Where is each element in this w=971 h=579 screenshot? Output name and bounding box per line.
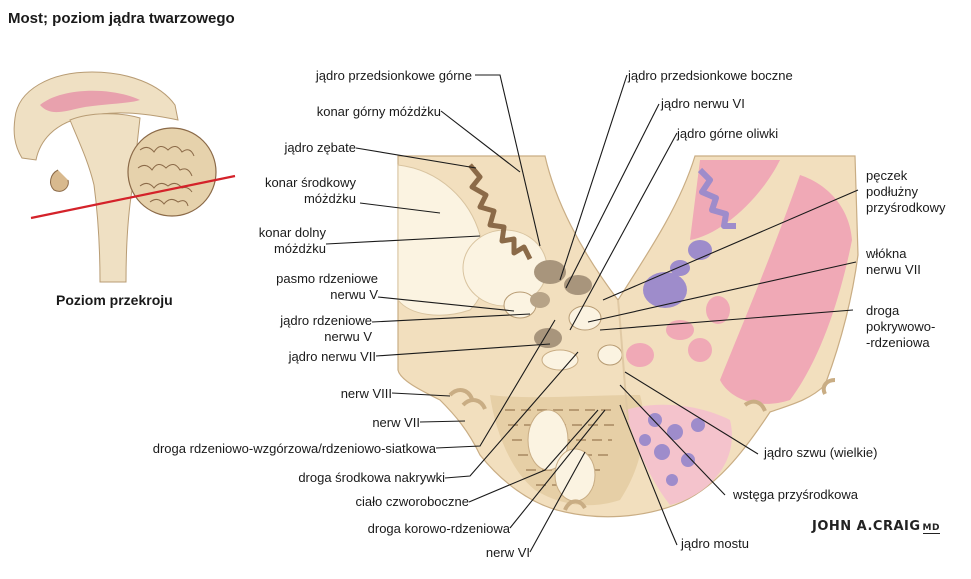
label-raphe-nucleus: jądro szwu (wielkie) [763, 445, 877, 460]
label-nucleus-vii: jądro nerwu VII [288, 349, 376, 364]
label-superior-cerebellar-peduncle: konar górny móżdżku [317, 104, 441, 119]
label-pontine-nuclei: jądro mostu [680, 536, 749, 551]
inset-caption: Poziom przekroju [56, 292, 173, 308]
page-title: Most; poziom jądra twarzowego [8, 10, 235, 27]
label-nerve-viii: nerw VIII [341, 386, 392, 401]
label-lateral-vestibular-nucleus: jądro przedsionkowe boczne [627, 68, 793, 83]
label-dentate-nucleus: jądro zębate [283, 140, 356, 155]
pons-cross-section [397, 155, 859, 518]
inset-sagittal-brain [13, 71, 236, 283]
labels-left: jądro przedsionkowe górne konar górny móż… [153, 68, 530, 560]
label-spinothalamic-tract: droga rdzeniowo-wzgórzowa/rdzeniowo-siat… [153, 441, 437, 456]
labels-right: jądro przedsionkowe boczne jądro nerwu VI… [627, 68, 946, 551]
label-nucleus-vestibular-superior: jądro przedsionkowe górne [315, 68, 472, 83]
label-corticospinal-tract: droga korowo-rdzeniowa [368, 521, 511, 536]
label-nucleus-vi: jądro nerwu VI [660, 96, 745, 111]
label-nerve-vi: nerw VI [486, 545, 530, 560]
label-medial-lemniscus: wstęga przyśrodkowa [732, 487, 859, 502]
label-nerve-vii: nerw VII [372, 415, 420, 430]
leader-lines [325, 74, 859, 553]
section-cut-line [30, 174, 236, 220]
label-central-tegmental-tract: droga środkowa nakrywki [298, 470, 445, 485]
label-trapezoid-body: ciało czworoboczne [356, 494, 469, 509]
label-superior-olive: jądro górne oliwki [676, 126, 778, 141]
